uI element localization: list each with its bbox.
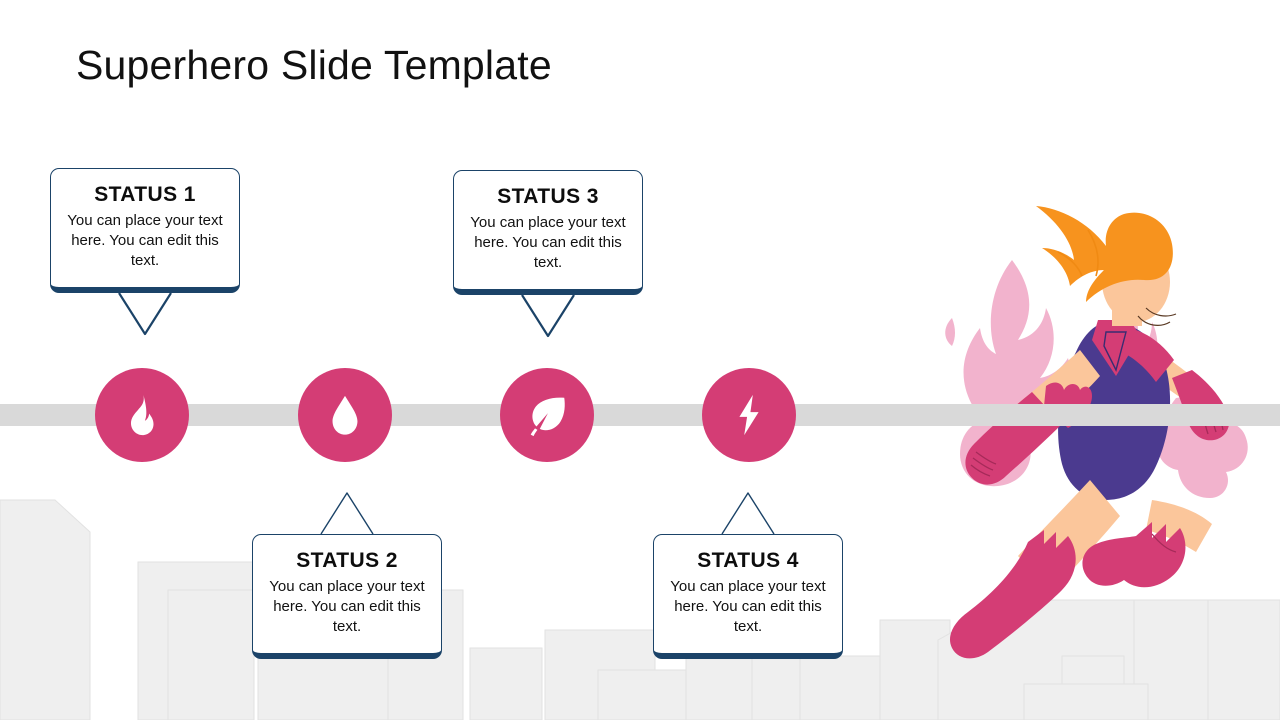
status-title: STATUS 1 bbox=[94, 183, 196, 206]
timeline-node-status-3[interactable] bbox=[500, 368, 594, 462]
callout-tail-up bbox=[720, 491, 776, 535]
lightning-bolt-icon bbox=[739, 394, 759, 436]
callout-tail-up bbox=[319, 491, 375, 535]
water-drop-icon bbox=[332, 395, 358, 435]
status-text: You can place your text here. You can ed… bbox=[67, 212, 223, 270]
flame-icon bbox=[130, 394, 154, 436]
hero-back-leg bbox=[1146, 500, 1212, 552]
hero-suit-accent bbox=[1092, 320, 1140, 376]
page-title: Superhero Slide Template bbox=[76, 42, 552, 88]
timeline-node-status-1[interactable] bbox=[95, 368, 189, 462]
status-text: You can place your text here. You can ed… bbox=[670, 578, 826, 636]
timeline-node-status-4[interactable] bbox=[702, 368, 796, 462]
status-title: STATUS 4 bbox=[697, 549, 799, 572]
callout-body: STATUS 3 You can place your text here. Y… bbox=[453, 170, 643, 295]
timeline-node-status-2[interactable] bbox=[298, 368, 392, 462]
hero-boot-left bbox=[949, 530, 1076, 659]
status-text: You can place your text here. You can ed… bbox=[470, 214, 626, 272]
status-text: You can place your text here. You can ed… bbox=[269, 578, 425, 636]
callout-body: STATUS 2 You can place your text here. Y… bbox=[252, 534, 442, 659]
status-title: STATUS 3 bbox=[497, 185, 599, 208]
superhero-illustration bbox=[945, 206, 1248, 659]
hero-boot-right bbox=[1082, 522, 1186, 588]
callout-tail-down bbox=[520, 294, 576, 338]
hero-shoulder-accent bbox=[1122, 330, 1174, 382]
callout-status-2[interactable]: STATUS 2 You can place your text here. Y… bbox=[252, 492, 442, 659]
callout-body: STATUS 1 You can place your text here. Y… bbox=[50, 168, 240, 293]
callout-body: STATUS 4 You can place your text here. Y… bbox=[653, 534, 843, 659]
timeline-bar bbox=[0, 404, 1280, 426]
leaf-icon bbox=[530, 397, 565, 437]
callout-status-1[interactable]: STATUS 1 You can place your text here. Y… bbox=[50, 168, 240, 336]
status-title: STATUS 2 bbox=[296, 549, 398, 572]
hero-hair bbox=[1036, 206, 1173, 302]
callout-status-4[interactable]: STATUS 4 You can place your text here. Y… bbox=[653, 492, 843, 659]
callout-tail-down bbox=[117, 292, 173, 336]
callout-status-3[interactable]: STATUS 3 You can place your text here. Y… bbox=[453, 170, 643, 338]
